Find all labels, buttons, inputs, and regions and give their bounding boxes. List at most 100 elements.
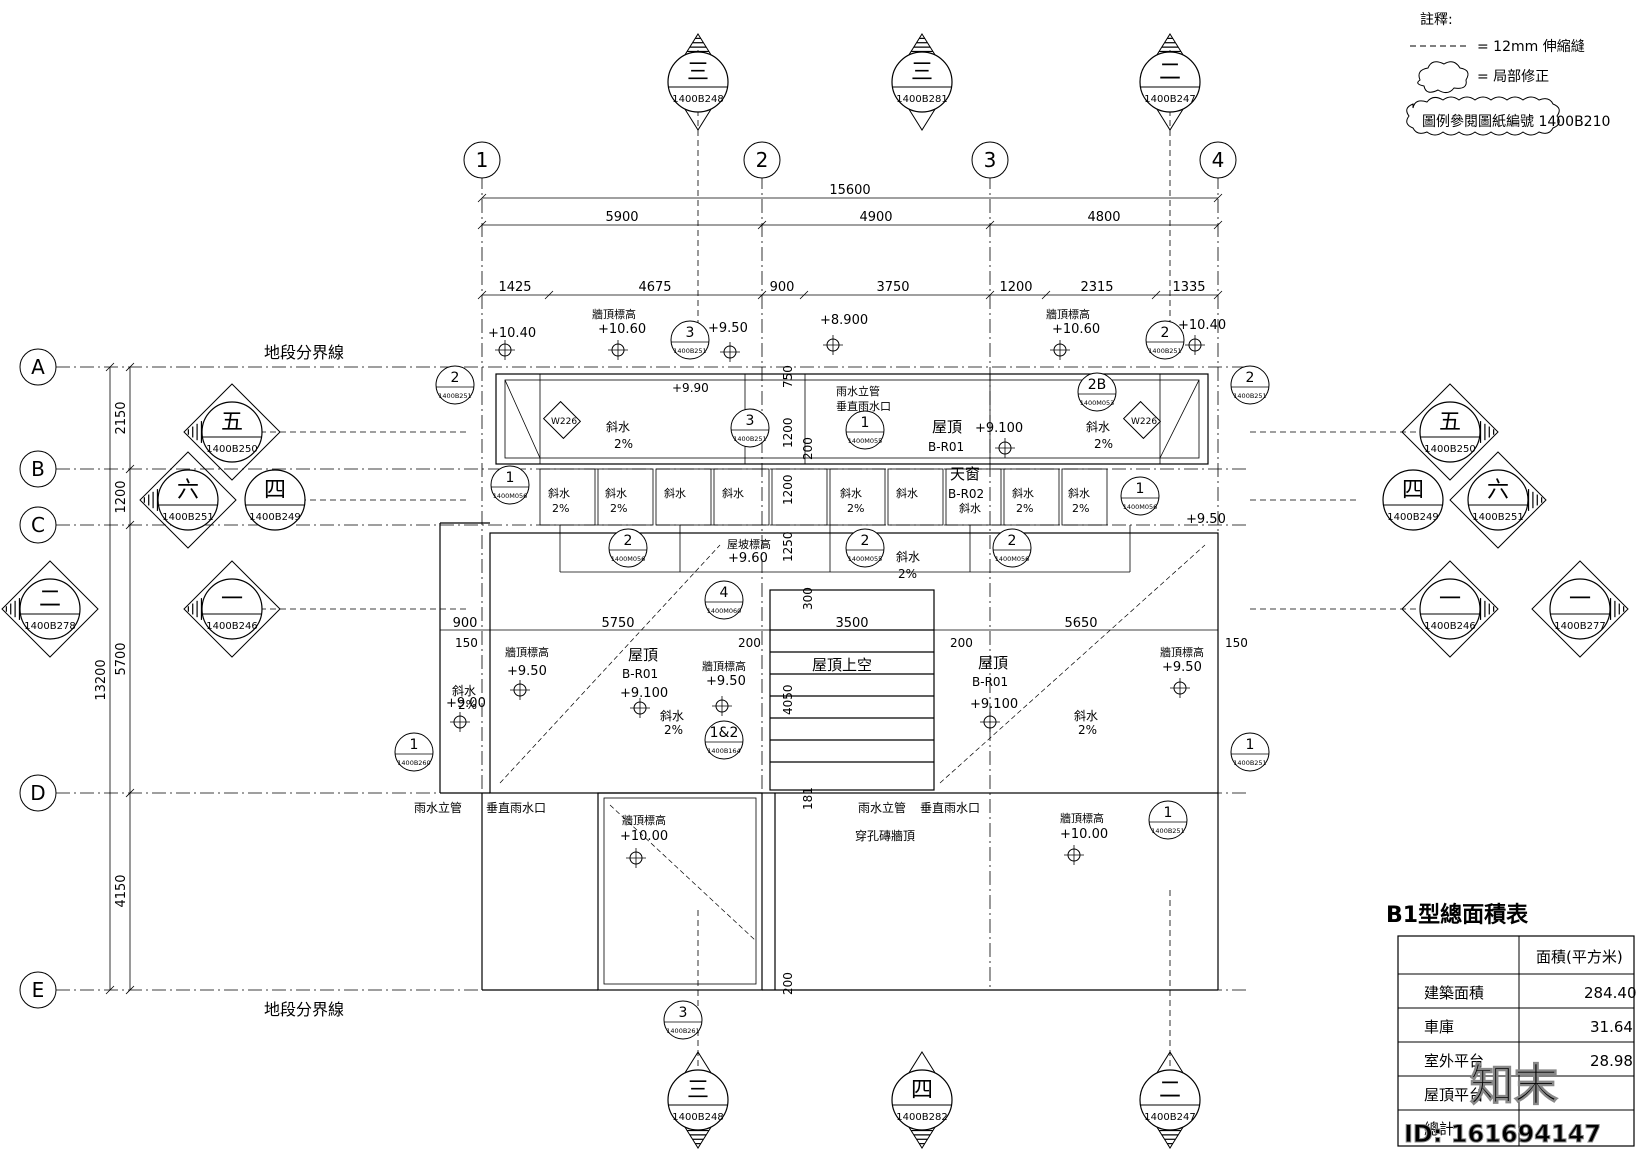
dim-bay-1: 5900 (605, 210, 638, 225)
svg-text:斜水: 斜水 (605, 487, 627, 500)
detail-bubbles: 21400B25121400B25131400B25131400B2512140… (394, 320, 1270, 1040)
dim-sub-7: 1335 (1172, 280, 1205, 295)
top-dimensions: 15600 5900 4900 4800 1425 4675 900 3750 … (477, 183, 1223, 300)
svg-text:牆頂標高: 牆頂標高 (1160, 645, 1204, 659)
watermark-logo: 知末 (1470, 1060, 1558, 1111)
svg-text:3500: 3500 (835, 616, 868, 631)
svg-text:B-R01: B-R01 (972, 675, 1008, 689)
svg-text:1250: 1250 (781, 531, 795, 562)
svg-text:+9.60: +9.60 (728, 551, 768, 566)
elev-right-row3-numeral: 一 (1439, 587, 1461, 612)
svg-text:斜水: 斜水 (1086, 420, 1110, 434)
svg-text:+10.00: +10.00 (1060, 827, 1108, 842)
svg-text:垂直雨水口: 垂直雨水口 (836, 399, 891, 413)
notes-legend: 註釋: = 12mm 伸縮縫 = 局部修正 圖例參閱圖紙編號 1400B210 (1406, 12, 1610, 136)
skylight-strip (539, 468, 1131, 573)
grid-bubble-D: D (19, 774, 57, 812)
svg-text:屋頂: 屋頂 (628, 646, 658, 664)
elev-left-far-ref: 1400B278 (24, 621, 75, 632)
detail-bubble-num: 2 (861, 533, 870, 549)
svg-text:+10.40: +10.40 (488, 326, 536, 341)
svg-text:2%: 2% (664, 723, 683, 737)
area-table: B1型總面積表 面積(平方米) 建築面積 284.40 車庫 31.64 室外平… (1386, 902, 1637, 1147)
svg-text:牆頂標高: 牆頂標高 (592, 307, 636, 321)
detail-bubble-ref: 1400B251 (438, 392, 471, 400)
grid-bubble-A: A (19, 348, 57, 386)
legend-ref-cloud (1406, 96, 1560, 136)
svg-text:斜水: 斜水 (722, 487, 744, 500)
svg-text:200: 200 (950, 636, 973, 650)
svg-text:4: 4 (1212, 148, 1225, 172)
svg-text:+9.50: +9.50 (708, 321, 748, 336)
detail-bubble-ref: 1400M056 (493, 492, 528, 500)
dim-left-4: 4150 (114, 874, 129, 907)
svg-text:+9.50: +9.50 (1186, 512, 1226, 527)
detail-bubble-ref: 1400B251 (1233, 759, 1266, 767)
elev-left-row1-numeral: 五 (221, 410, 243, 435)
elev-left-row1-ref: 1400B250 (206, 444, 257, 455)
svg-text:+9.00: +9.00 (446, 696, 486, 711)
svg-text:B-R02: B-R02 (948, 487, 984, 501)
dim-left-1: 2150 (114, 401, 129, 434)
svg-text:+9.100: +9.100 (975, 421, 1023, 436)
svg-text:2%: 2% (614, 437, 633, 451)
elev-left-a-ref: 1400B251 (162, 512, 213, 523)
svg-text:2%: 2% (610, 502, 627, 515)
elev-bot-mid-numeral: 四 (911, 1078, 933, 1103)
elev-right-a-ref: 1400B249 (1387, 512, 1438, 523)
detail-bubble-num: 1 (1136, 481, 1145, 497)
svg-text:+10.60: +10.60 (1052, 322, 1100, 337)
svg-text:2: 2 (756, 148, 769, 172)
notes-legend-ref: 圖例參閱圖紙編號 1400B210 (1422, 114, 1610, 130)
elev-top-left-ref: 1400B248 (672, 94, 723, 105)
svg-text:屋頂: 屋頂 (978, 654, 1008, 672)
area-row-label-1: 車庫 (1424, 1018, 1454, 1036)
svg-text:2%: 2% (458, 698, 477, 712)
elev-right-row1-ref: 1400B250 (1424, 444, 1475, 455)
svg-text:斜水: 斜水 (664, 487, 686, 500)
detail-bubble-ref: 1400B251 (733, 435, 766, 443)
elev-bot-right-ref: 1400B247 (1144, 1112, 1195, 1123)
elev-left-row3-ref: 1400B246 (206, 621, 257, 632)
svg-text:E: E (32, 978, 45, 1002)
detail-bubble-ref: 1400M055 (848, 555, 883, 563)
svg-text:雨水立管: 雨水立管 (836, 384, 880, 398)
svg-text:2%: 2% (898, 567, 917, 581)
elev-bot-left-numeral: 三 (687, 1078, 709, 1103)
svg-text:2%: 2% (1078, 723, 1097, 737)
dim-sub-5: 1200 (999, 280, 1032, 295)
elev-bot-right-numeral: 二 (1159, 1078, 1181, 1103)
detail-bubble-num: 1 (861, 415, 870, 431)
svg-text:斜水: 斜水 (1068, 487, 1090, 500)
svg-text:1: 1 (476, 148, 489, 172)
dim-left-total: 13200 (94, 659, 109, 700)
detail-bubble-num: 3 (679, 1005, 688, 1021)
detail-bubble-num: 1 (1164, 805, 1173, 821)
area-table-header: 面積(平方米) (1536, 948, 1623, 966)
svg-text:1200: 1200 (781, 474, 795, 505)
elev-left-b-numeral: 四 (264, 478, 286, 503)
area-row-label-4: 總計 (1424, 1120, 1454, 1138)
detail-bubble-ref: 1400B251 (1148, 347, 1181, 355)
svg-text:1200: 1200 (781, 417, 795, 448)
detail-bubble: 2 1400B251 (1145, 320, 1185, 360)
svg-text:穿孔磚牆頂: 穿孔磚牆頂 (855, 828, 915, 843)
dim-left-2: 1200 (114, 480, 129, 513)
svg-text:2%: 2% (552, 502, 569, 515)
detail-bubble-num: 2 (1161, 325, 1170, 341)
detail-bubble-ref: 1400M056 (611, 555, 646, 563)
